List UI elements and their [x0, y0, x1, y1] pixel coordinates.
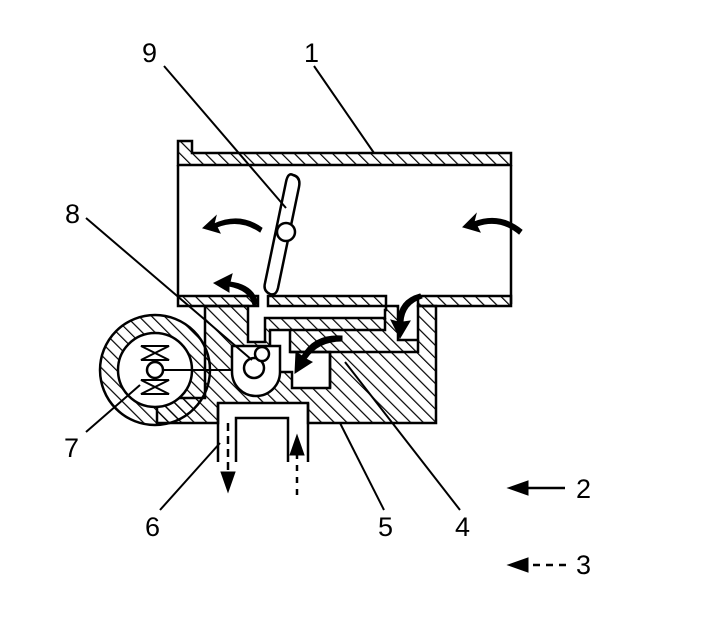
- stepper-motor: [98, 313, 245, 427]
- motor-coil-bottom-icon: [140, 379, 170, 395]
- callout-2: 2: [576, 474, 591, 504]
- airflow-arrows: [202, 212, 523, 374]
- valve-housing: [155, 304, 438, 425]
- legend: [506, 480, 566, 573]
- coolant-pipe-outline: [216, 403, 310, 462]
- leader-line-7: [85, 384, 141, 433]
- callout-8: 8: [65, 199, 80, 229]
- callout-9: 9: [142, 38, 157, 68]
- leader-line-4: [344, 361, 461, 511]
- leader-line-1: [313, 65, 375, 154]
- callout-5: 5: [378, 512, 393, 542]
- tube-bottom-wall-left: [176, 294, 260, 308]
- throttle-shaft: [275, 221, 297, 243]
- tube-bottom-wall-right: [416, 294, 513, 308]
- legend-solid-arrowhead-icon: [506, 480, 529, 496]
- tube-bottom-wall-mid: [266, 294, 388, 308]
- callout-7: 7: [64, 433, 79, 463]
- leader-line-6: [159, 442, 221, 511]
- valve-ball-small: [253, 345, 271, 363]
- leader-line-9: [163, 65, 287, 209]
- callout-4: 4: [455, 512, 470, 542]
- valve-ball-large: [242, 356, 266, 380]
- throttle-plate: [263, 173, 301, 296]
- motor-shaft: [145, 360, 165, 380]
- coolant-pipes: [216, 403, 310, 495]
- callout-6: 6: [145, 512, 160, 542]
- airflow-arrow-up-icon: [212, 273, 259, 306]
- bypass-passage-outline: [290, 318, 387, 332]
- leader-lines: [85, 65, 461, 511]
- airflow-arrow-bypass-icon: [294, 335, 343, 374]
- flow-in-arrowhead-icon: [289, 433, 305, 456]
- air-tube: [176, 139, 513, 308]
- callout-1: 1: [304, 38, 319, 68]
- airflow-arrow-left-icon: [202, 214, 263, 234]
- airflow-arrow-right-icon: [462, 212, 523, 235]
- callouts: 1 9 8 7 6 5 4 2 3: [64, 38, 591, 580]
- airflow-arrow-down-icon: [390, 293, 423, 340]
- motor-coil-top-icon: [140, 345, 170, 361]
- bypass-channel: [290, 340, 420, 388]
- legend-dashed-arrowhead-icon: [506, 557, 529, 573]
- leader-line-5: [339, 422, 385, 511]
- callout-3: 3: [576, 550, 591, 580]
- tube-top-wall: [176, 139, 513, 167]
- leader-line-8: [85, 217, 253, 361]
- idle-air-valve: [230, 344, 282, 398]
- flow-out-arrowhead-icon: [220, 471, 236, 494]
